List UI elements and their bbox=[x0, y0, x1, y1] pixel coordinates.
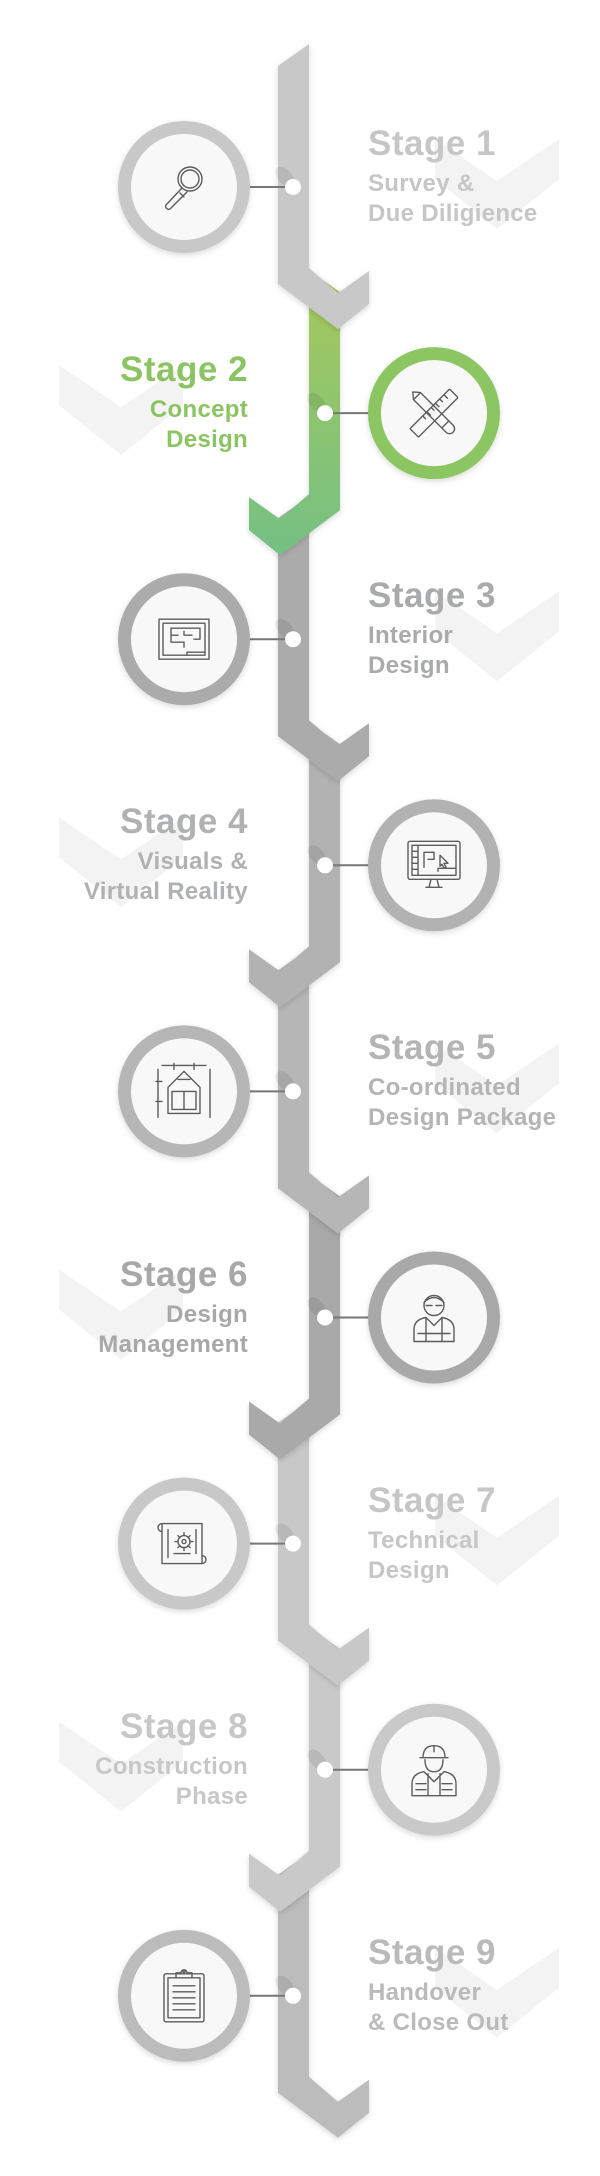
stage-title: Stage 9 bbox=[368, 1932, 496, 1972]
stage-title: Stage 3 bbox=[368, 576, 496, 616]
watermark-chevron bbox=[435, 1495, 559, 1586]
stage-title: Stage 6 bbox=[120, 1254, 248, 1294]
timeline-segment-3 bbox=[278, 496, 369, 782]
stage-title: Stage 4 bbox=[120, 802, 248, 842]
timeline-dot bbox=[285, 1083, 301, 1100]
watermark-chevron bbox=[435, 1947, 559, 2038]
stage-subtitle-line: Virtual Reality bbox=[83, 878, 248, 906]
stage-title: Stage 7 bbox=[368, 1480, 496, 1520]
stage-subtitle-line: & Close Out bbox=[368, 2008, 509, 2036]
engineer-icon bbox=[413, 1294, 455, 1343]
watermark-chevron bbox=[435, 591, 559, 682]
stage-node-9 bbox=[118, 1929, 301, 2062]
timeline-segment-2 bbox=[249, 270, 340, 556]
timeline-dot bbox=[285, 179, 301, 195]
icon-circle bbox=[381, 812, 487, 919]
watermark-chevron bbox=[435, 139, 559, 229]
timeline-dot bbox=[285, 1987, 301, 2004]
stage-subtitle-line: Design bbox=[368, 1556, 450, 1584]
stage-title: Stage 1 bbox=[368, 124, 496, 163]
timeline-dot bbox=[317, 1309, 333, 1326]
stage-subtitle-line: Design bbox=[166, 426, 248, 454]
monitor-cursor-icon bbox=[407, 840, 461, 888]
timeline-dot bbox=[317, 1761, 333, 1778]
stage-subtitle-line: Design bbox=[368, 652, 450, 680]
blueprint-gear-icon bbox=[157, 1522, 207, 1565]
stage-title: Stage 5 bbox=[368, 1028, 496, 1068]
stage-subtitle-line: Construction bbox=[95, 1752, 248, 1780]
stage-title: Stage 2 bbox=[120, 350, 248, 390]
timeline-dot bbox=[317, 857, 333, 874]
stage-node-2 bbox=[307, 347, 500, 480]
timeline-segment-1 bbox=[278, 44, 369, 329]
stage-subtitle-line: Visuals & bbox=[137, 848, 248, 876]
stage-label-9: Stage 9 Handover& Close Out bbox=[368, 1935, 509, 2038]
stage-subtitle-line: Design Package bbox=[368, 1104, 557, 1132]
stage-node-5 bbox=[118, 1025, 301, 1158]
timeline-segment-4 bbox=[249, 722, 340, 1008]
stage-title: Stage 8 bbox=[120, 1706, 248, 1746]
stage-subtitle-line: Design bbox=[166, 1300, 248, 1328]
clipboard-icon bbox=[163, 1969, 205, 2023]
icon-circle bbox=[131, 586, 237, 693]
icon-circle bbox=[131, 1942, 237, 2049]
icon-circle bbox=[381, 1716, 487, 1823]
stage-node-1 bbox=[118, 121, 301, 253]
watermark-chevron bbox=[59, 817, 183, 908]
stage-node-7 bbox=[118, 1477, 301, 1610]
stage-subtitle-line: Co-ordinated bbox=[368, 1074, 521, 1102]
timeline-segment-8 bbox=[249, 1626, 340, 1912]
icon-circle bbox=[381, 1264, 487, 1371]
stage-label-1: Stage 1 Survey & Due Diligience bbox=[368, 126, 538, 229]
stage-subtitle-line: Phase bbox=[175, 1782, 248, 1810]
stage-label-4: Stage 4 Visuals &Virtual Reality bbox=[84, 804, 248, 907]
icon-circle bbox=[131, 134, 237, 240]
timeline-segment-7 bbox=[278, 1400, 369, 1686]
stage-subtitle-line: Concept bbox=[149, 396, 248, 424]
stage-subtitle-line: Interior bbox=[368, 622, 454, 650]
timeline-dot bbox=[285, 1535, 301, 1552]
building-elevation-icon bbox=[155, 1062, 211, 1119]
icon-circle bbox=[381, 360, 487, 467]
floor-plan-icon bbox=[158, 618, 210, 660]
pencil-ruler-icon bbox=[409, 388, 459, 438]
magnifier-icon bbox=[165, 166, 203, 210]
watermark-chevron bbox=[435, 1043, 559, 1134]
stage-subtitle-line: Survey & bbox=[368, 170, 475, 197]
stage-subtitle-line: Management bbox=[98, 1330, 248, 1358]
timeline-segment-9 bbox=[278, 1852, 369, 2138]
watermark-chevron bbox=[59, 1269, 183, 1360]
stage-subtitle-line: Technical bbox=[368, 1526, 480, 1554]
stage-node-6 bbox=[307, 1251, 500, 1384]
timeline-dot bbox=[285, 631, 301, 648]
timeline-dot bbox=[317, 405, 333, 422]
stage-node-3 bbox=[118, 573, 301, 706]
timeline-segment-6 bbox=[249, 1174, 340, 1460]
stage-node-4 bbox=[307, 799, 500, 932]
construction-worker-icon bbox=[411, 1744, 457, 1797]
timeline-segment-5 bbox=[278, 948, 369, 1234]
stage-node-8 bbox=[307, 1703, 500, 1836]
watermark-chevron bbox=[59, 365, 183, 456]
stage-subtitle-line: Due Diligience bbox=[368, 200, 538, 227]
watermark-chevron bbox=[59, 1721, 183, 1812]
stage-subtitle-line: Handover bbox=[368, 1978, 482, 2006]
